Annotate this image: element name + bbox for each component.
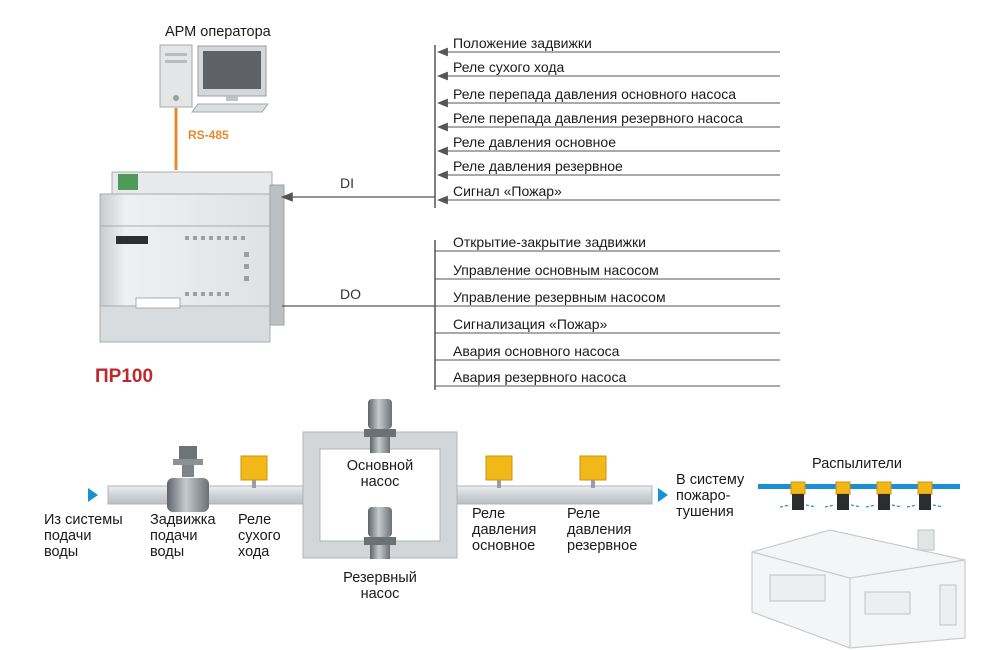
input-signal: Реле сухого хода <box>453 59 565 75</box>
dry-run-relay-icon <box>240 455 268 488</box>
output-signal: Сигнализация «Пожар» <box>453 316 608 332</box>
input-signal: Реле давления основное <box>453 134 616 150</box>
main-pressure-relay-icon <box>485 455 513 488</box>
controller-name: ПР100 <box>95 366 154 387</box>
rs485-label: RS-485 <box>188 128 229 142</box>
main-pressure-relay-label: Реле давления основное <box>472 506 537 554</box>
spray-lines <box>779 504 944 508</box>
sprinkler-nozzles <box>792 494 931 510</box>
input-signal: Сигнал «Пожар» <box>453 183 562 199</box>
warehouse-building-icon <box>751 529 966 649</box>
input-signal-lines <box>436 47 780 205</box>
main-pump-label: Основной насос <box>346 458 414 490</box>
sprinkler-heads-icon <box>790 481 933 495</box>
output-signal: Управление основным насосом <box>453 262 659 278</box>
valve-label: Задвижка подачи воды <box>150 512 216 560</box>
operator-workstation-icon <box>159 44 269 113</box>
reserve-pressure-relay-icon <box>579 455 607 488</box>
reserve-pump-icon <box>364 507 396 559</box>
operator-label: АРМ оператора <box>165 24 271 40</box>
destination-label: В систему пожаро- тушения <box>676 472 745 520</box>
valve-icon <box>167 446 209 512</box>
inlet-flow-arrow <box>88 488 98 502</box>
input-signal: Положение задвижки <box>453 35 592 51</box>
output-signal: Авария резервного насоса <box>453 369 627 385</box>
output-signal: Открытие-закрытие задвижки <box>453 234 646 250</box>
controller-device <box>99 171 285 343</box>
do-label: DO <box>340 286 361 302</box>
output-signal: Управление резервным насосом <box>453 289 666 305</box>
outlet-flow-arrow <box>658 488 668 502</box>
input-signal: Реле перепада давления основного насоса <box>453 86 737 102</box>
main-pump-icon <box>364 399 396 453</box>
di-label: DI <box>340 175 354 191</box>
bypass-loop-pipe <box>302 431 458 559</box>
outlet-pipe <box>451 485 653 505</box>
source-label: Из системы подачи воды <box>44 512 123 560</box>
output-signal-lines <box>435 250 780 387</box>
sprinkler-pipe <box>758 484 960 489</box>
output-signal: Авария основного насоса <box>453 343 620 359</box>
reserve-pump-label: Резервный насос <box>343 570 417 602</box>
dry-run-relay-label: Реле сухого хода <box>238 512 281 560</box>
input-signal: Реле перепада давления резервного насоса <box>453 110 743 126</box>
reserve-pressure-relay-label: Реле давления резервное <box>567 506 638 554</box>
input-signal: Реле давления резервное <box>453 158 623 174</box>
sprinklers-label: Распылители <box>812 456 902 472</box>
